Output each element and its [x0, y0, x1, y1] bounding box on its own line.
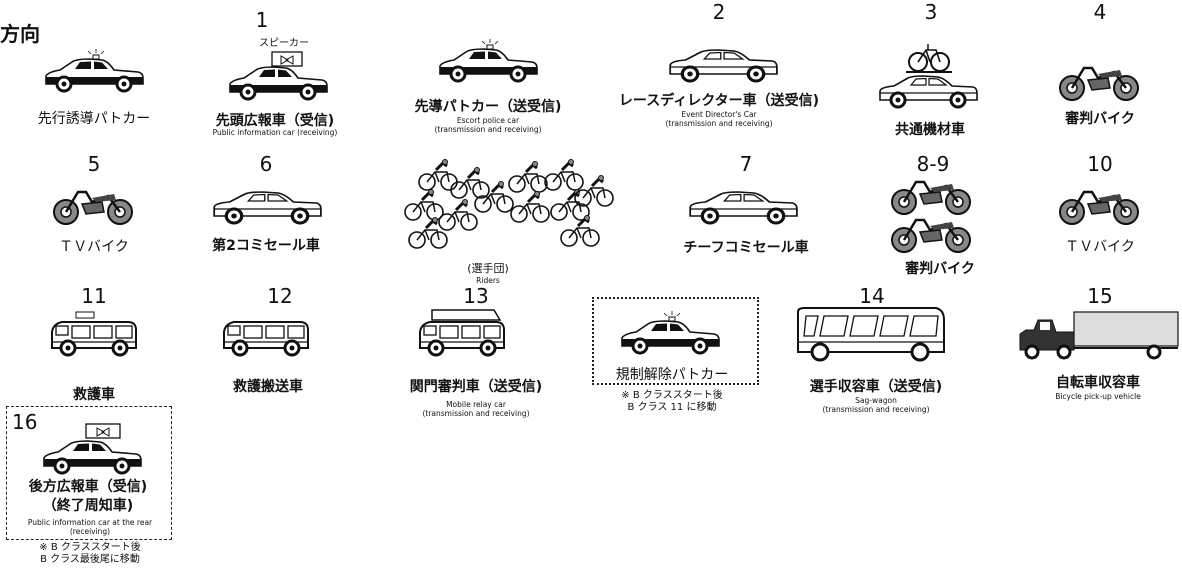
vehicle-number: 2	[712, 0, 726, 24]
rear-pr-car-icon	[42, 423, 143, 475]
vehicle-english: Public information car at the rear (rece…	[27, 518, 153, 537]
race-director-car-icon	[668, 48, 779, 83]
vehicle-english: Riders	[476, 276, 500, 285]
referee-bike-icon	[890, 180, 972, 216]
ambulance-icon	[50, 311, 138, 357]
vehicle-label: 先行誘導パトカー	[37, 111, 151, 127]
riders-group-icon	[403, 158, 615, 250]
vehicle-label: 第2コミセール車	[212, 238, 320, 254]
vehicle-note: ※ B クラススタート後 B クラス最後尾に移動	[39, 542, 141, 565]
vehicle-number: 12	[267, 284, 293, 308]
vehicle-number: 4	[1093, 0, 1107, 24]
vehicle-label: 共通機材車	[895, 122, 965, 138]
vehicle-label: 関門審判車（送受信)	[409, 379, 543, 395]
vehicle-number: 6	[259, 152, 273, 176]
vehicle-label: チーフコミセール車	[683, 240, 809, 256]
sag-wagon-bus-icon	[797, 307, 945, 362]
vehicle-label: 先頭広報車（受信)	[215, 113, 335, 129]
mobile-relay-car-icon	[418, 309, 506, 357]
vehicle-label: 審判バイク	[905, 261, 975, 277]
speaker-label: スピーカー	[259, 38, 309, 49]
vehicle-english: Sag-wagon (transmission and receiving)	[822, 396, 930, 415]
vehicle-number: 13	[463, 284, 489, 308]
vehicle-number: 5	[87, 152, 101, 176]
bicycle-truck-icon	[1019, 311, 1179, 360]
vehicle-label: 審判バイク	[1065, 111, 1135, 127]
front-pr-car-icon	[228, 51, 329, 101]
vehicle-label: 先導パトカー（送受信)	[414, 99, 562, 115]
vehicle-label: (選手団)	[467, 262, 509, 275]
vehicle-note: ※ B クラススタート後 B クラス 11 に移動	[621, 390, 723, 413]
vehicle-label: レースディレクター車（送受信)	[618, 93, 820, 109]
vehicle-number: 15	[1087, 284, 1113, 308]
vehicle-label: 後方広報車（受信) （終了周知車)	[28, 479, 148, 514]
ambulance-transport-icon	[222, 320, 310, 357]
vehicle-label: 規制解除パトカー	[615, 367, 729, 383]
equipment-car-icon	[878, 44, 979, 109]
vehicle-english: Mobile relay car (transmission and recei…	[422, 400, 530, 419]
referee-bike-icon	[890, 218, 972, 254]
escort-police-car-icon	[438, 38, 539, 83]
vehicle-english: Public information car (receiving)	[212, 128, 338, 137]
restriction-release-patrol-car-icon	[620, 310, 721, 355]
lead-patrol-car-icon	[44, 48, 145, 93]
vehicle-label: 救護車	[73, 387, 115, 403]
vehicle-number: 7	[739, 152, 753, 176]
vehicle-english: Event Director's Car (transmission and r…	[665, 110, 773, 129]
vehicle-number: 1	[255, 8, 269, 32]
vehicle-english: Escort police car (transmission and rece…	[434, 116, 542, 135]
vehicle-label: 救護搬送車	[233, 379, 303, 395]
vehicle-number: 8-9	[916, 152, 950, 176]
tv-bike-icon	[52, 190, 134, 226]
dashed-frame	[6, 406, 172, 540]
vehicle-label: 選手収容車（送受信)	[809, 379, 943, 395]
vehicle-number: 14	[859, 284, 885, 308]
referee-bike-icon	[1058, 66, 1140, 102]
vehicle-number: 10	[1087, 152, 1113, 176]
tv-bike-icon	[1058, 190, 1140, 226]
second-commissaire-car-icon	[212, 190, 323, 225]
direction-label: 方向	[0, 22, 40, 46]
chief-commissaire-car-icon	[688, 190, 799, 225]
vehicle-label: 自転車収容車	[1056, 375, 1140, 391]
vehicle-label: ＴＶバイク	[1065, 239, 1135, 255]
vehicle-english: Bicycle pick-up vehicle	[1055, 392, 1141, 401]
vehicle-number: 16	[12, 410, 38, 434]
vehicle-number: 3	[924, 0, 938, 24]
vehicle-number: 11	[81, 284, 107, 308]
vehicle-label: ＴＶバイク	[59, 239, 129, 255]
dotted-frame	[592, 297, 759, 385]
